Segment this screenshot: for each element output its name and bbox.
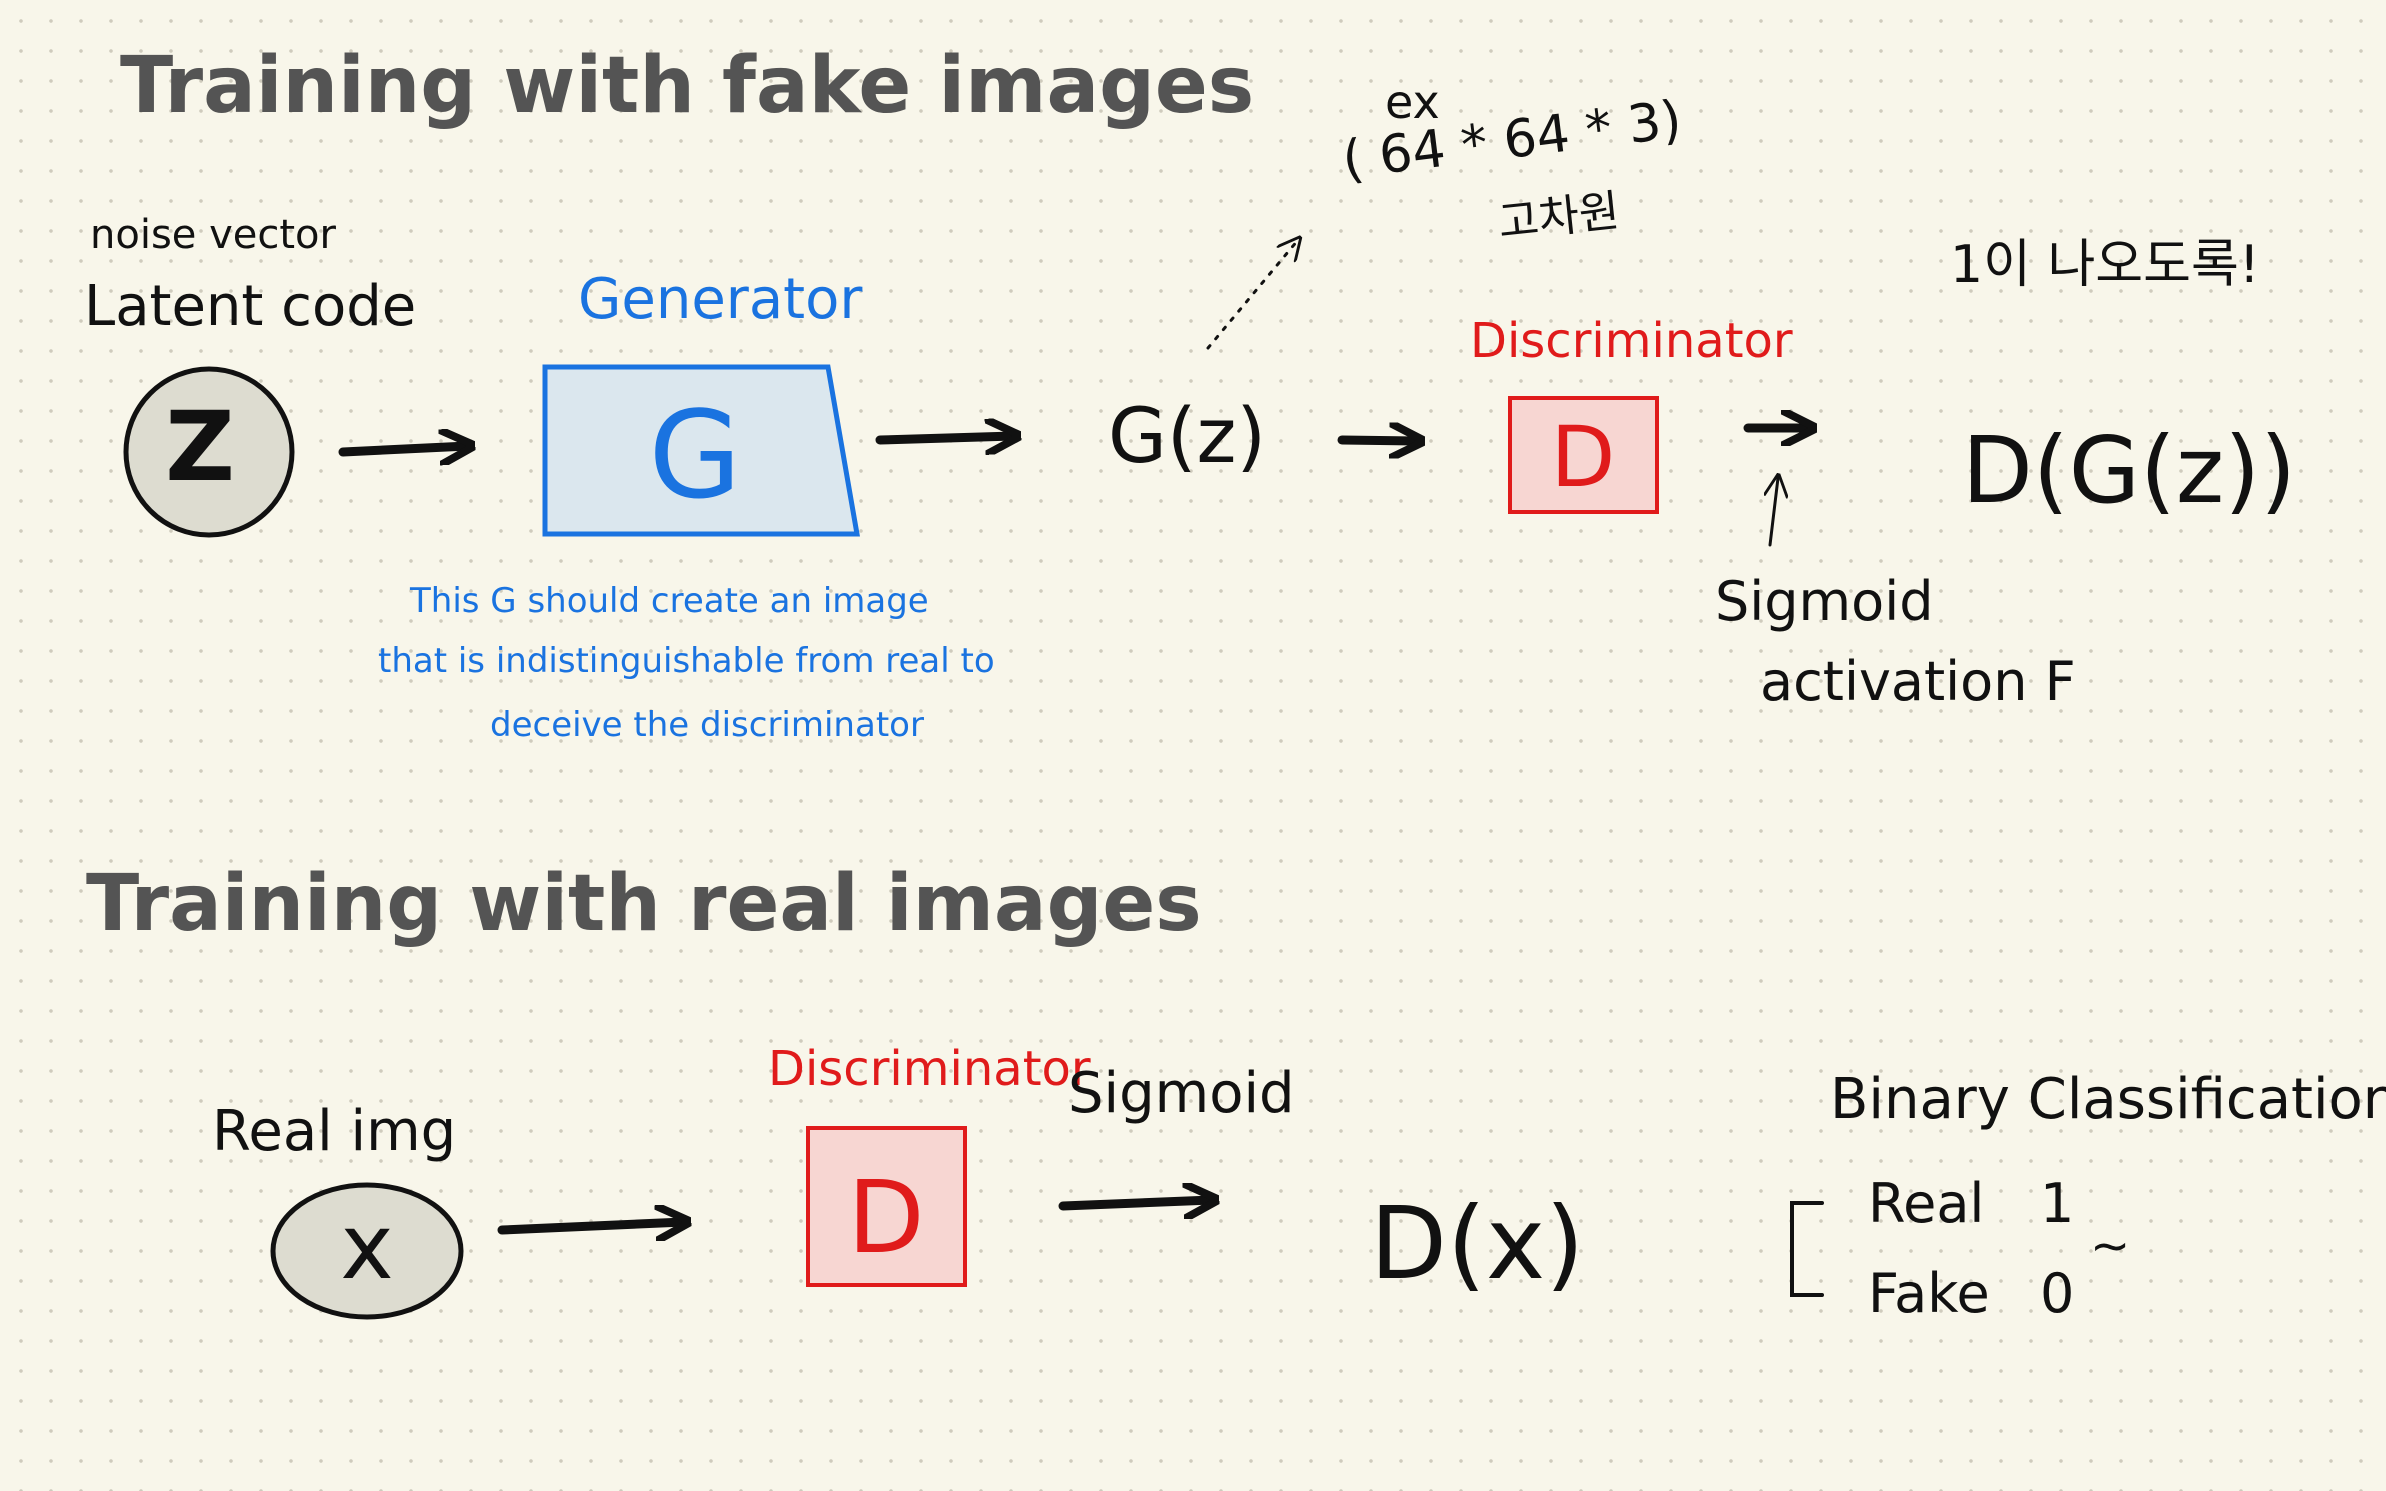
class-real-name: Real xyxy=(1868,1172,1984,1235)
discriminator-box-top xyxy=(1508,396,1659,514)
dimension-note-korean: 고차원 xyxy=(1496,186,1622,249)
generated-output-label: G(z) xyxy=(1108,391,1266,480)
class-real-value: 1 xyxy=(2040,1172,2074,1235)
generator-note-line3: deceive the discriminator xyxy=(490,705,924,745)
sigmoid-pointer-arrow xyxy=(1770,478,1778,547)
class-fake-value: 0 xyxy=(2040,1262,2074,1325)
discriminator-label-top: Discriminator xyxy=(1470,313,1793,369)
generator-box xyxy=(542,364,860,537)
noise-vector-label: noise vector xyxy=(90,212,337,258)
generator-note-line1: This G should create an image xyxy=(409,581,929,621)
discriminator-symbol-top: D xyxy=(1551,408,1616,506)
section-title-fake: Training with fake images xyxy=(120,41,1254,131)
arrow-discriminator-to-dx xyxy=(1058,1200,1212,1206)
real-img-label: Real img xyxy=(212,1099,456,1164)
binary-classification-title: Binary Classification xyxy=(1830,1067,2386,1132)
discriminator-box-bottom xyxy=(806,1126,967,1287)
latent-z-circle xyxy=(123,366,295,538)
latent-z-symbol: Z xyxy=(165,391,235,503)
generator-note-line2: that is indistinguishable from real to xyxy=(378,641,995,681)
generator-symbol: G xyxy=(649,387,742,526)
arrow-real-to-discriminator xyxy=(497,1222,684,1230)
arrow-output-to-discriminator xyxy=(1337,440,1418,441)
sigmoid-note-line1: Sigmoid xyxy=(1715,570,1933,633)
sigmoid-note-line2: activation F xyxy=(1760,650,2076,713)
classification-bracket xyxy=(1790,1201,1824,1297)
discriminator-real-output-label: D(x) xyxy=(1370,1185,1584,1302)
discriminator-output-label: D(G(z)) xyxy=(1962,417,2296,524)
generator-label: Generator xyxy=(578,267,863,332)
discriminator-label-bottom: Discriminator xyxy=(768,1041,1091,1097)
latent-code-label: Latent code xyxy=(84,274,416,339)
discriminator-symbol-bottom: D xyxy=(847,1159,924,1276)
approx-tilde: ~ xyxy=(2090,1218,2130,1274)
section-title-real: Training with real images xyxy=(86,859,1202,949)
real-x-circle xyxy=(270,1182,464,1320)
dimension-note-ex: ex xyxy=(1385,75,1440,129)
arrow-generator-to-output xyxy=(875,436,1014,440)
sigmoid-label: Sigmoid xyxy=(1068,1061,1295,1126)
real-x-symbol: x xyxy=(340,1195,393,1300)
dotted-pointer-arrow xyxy=(1206,240,1298,350)
arrow-z-to-generator xyxy=(338,446,468,452)
class-fake-name: Fake xyxy=(1868,1262,1990,1325)
korean-note: 1이 나오도록! xyxy=(1950,235,2260,295)
